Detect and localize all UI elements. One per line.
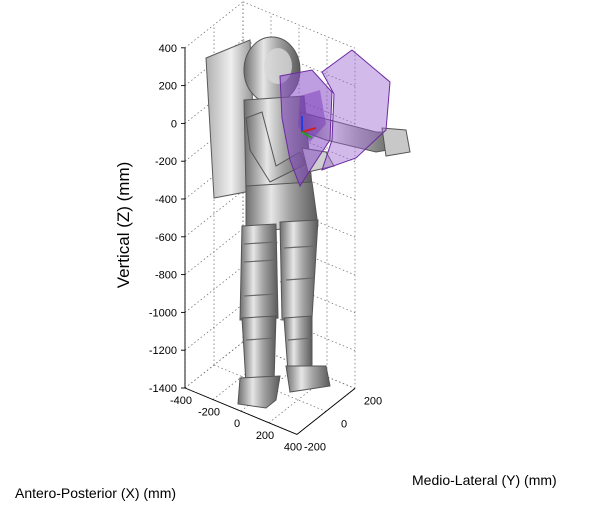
grid-line — [212, 353, 272, 400]
z-tick-label: -1400 — [149, 383, 177, 395]
grid-line — [184, 303, 244, 351]
x-axis-label: Antero-Posterior (X) (mm) — [15, 485, 176, 501]
z-tick-label: -600 — [155, 232, 177, 244]
y-axis-label: Medio-Lateral (Y) (mm) — [412, 472, 557, 488]
reach-envelope — [279, 49, 391, 188]
x-tick-label: -200 — [198, 407, 220, 419]
x-tick-label: -400 — [170, 395, 192, 407]
z-tick-label: 0 — [171, 118, 177, 130]
z-axis-label: Vertical (Z) (mm) — [114, 162, 133, 289]
y-tick-label: 0 — [341, 418, 347, 430]
y-axis-line — [296, 388, 356, 435]
grid-line — [268, 376, 328, 424]
x-axis-line — [184, 387, 298, 435]
z-tick-label: -800 — [155, 270, 177, 282]
x-tick-label: 0 — [234, 418, 240, 430]
z-tick-label: 200 — [159, 81, 177, 93]
y-tick-label: -200 — [304, 441, 326, 453]
z-tick-label: -200 — [155, 156, 177, 168]
x-tick-label: 200 — [256, 430, 274, 442]
coordinate-triad — [301, 116, 317, 139]
y-tick-label: 200 — [364, 395, 382, 407]
z-tick-label: -400 — [155, 194, 177, 206]
grid-line — [184, 266, 244, 313]
axes-box — [181, 47, 356, 435]
z-tick-label: 400 — [159, 43, 177, 55]
x-tick-label: 400 — [284, 441, 302, 453]
z-tick-label: -1000 — [149, 307, 177, 319]
z-tick-label: -1200 — [149, 345, 177, 357]
grid-line — [184, 190, 244, 238]
tick-labels: 4002000-200-400-600-800-1000-1200-1400-4… — [149, 43, 382, 454]
